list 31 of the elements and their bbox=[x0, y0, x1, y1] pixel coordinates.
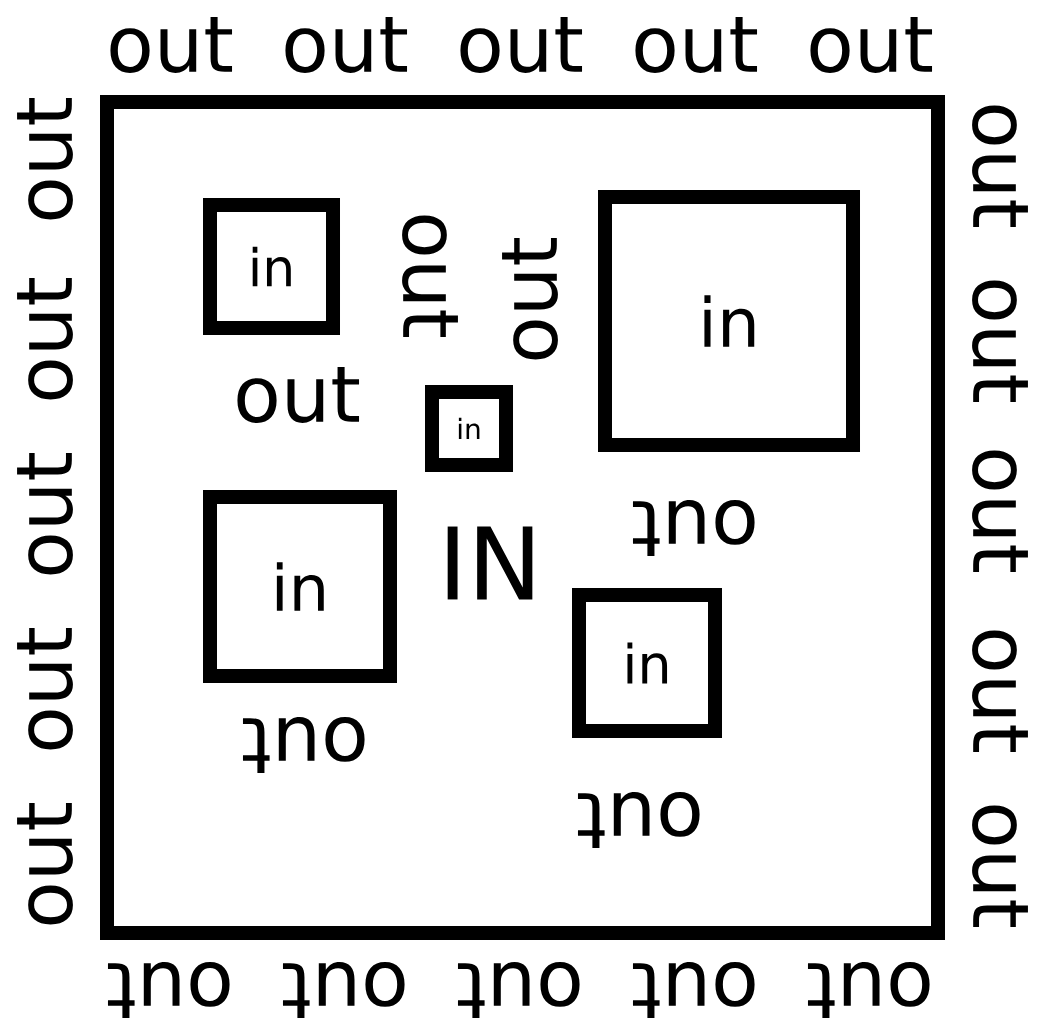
square-box: in bbox=[572, 588, 722, 738]
square-box: in bbox=[425, 385, 513, 472]
word-label: out bbox=[972, 630, 1028, 752]
word-label: out bbox=[282, 962, 405, 1018]
square-box: in bbox=[598, 190, 860, 452]
word-label: out bbox=[972, 450, 1028, 572]
word-label: out bbox=[237, 367, 360, 423]
word-label: out bbox=[807, 962, 930, 1018]
word-label: out bbox=[17, 277, 73, 400]
word-label: out bbox=[635, 17, 758, 73]
word-label: out bbox=[632, 500, 755, 556]
word-label: out bbox=[502, 237, 558, 360]
word-label: out bbox=[110, 17, 233, 73]
word-label: out bbox=[17, 97, 73, 220]
word-label: out bbox=[972, 105, 1028, 227]
word-label: out bbox=[107, 962, 230, 1018]
word-label: out bbox=[972, 280, 1028, 402]
word-label: out bbox=[632, 962, 755, 1018]
word-label: out bbox=[402, 215, 458, 337]
word-label: out bbox=[810, 17, 933, 73]
square-box: in bbox=[203, 490, 397, 683]
word-label: out bbox=[460, 17, 583, 73]
word-label: out bbox=[17, 452, 73, 575]
word-label: out bbox=[577, 792, 700, 848]
square-box: in bbox=[203, 198, 340, 335]
word-label: out bbox=[242, 717, 365, 773]
word-label: out bbox=[285, 17, 408, 73]
word-label: out bbox=[457, 962, 580, 1018]
word-label: out bbox=[972, 805, 1028, 927]
word-label: out bbox=[17, 802, 73, 925]
word-label: out bbox=[17, 627, 73, 750]
